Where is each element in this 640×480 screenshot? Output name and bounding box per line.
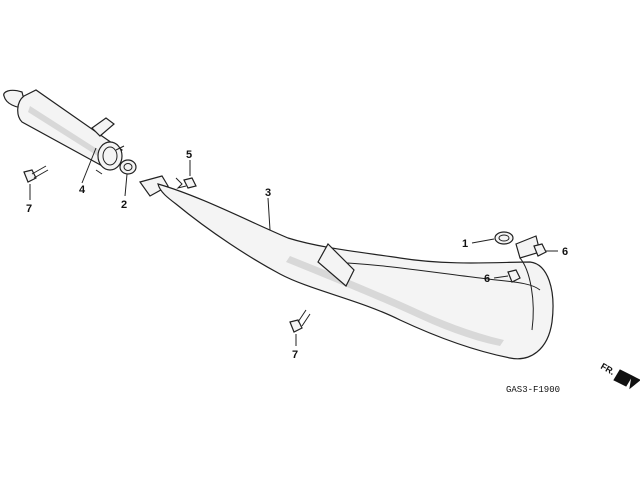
callout-2: 2 (121, 199, 127, 211)
leader-lines (29, 147, 558, 346)
diagram-code: GAS3-F1900 (506, 385, 560, 395)
callout-7-bottom: 7 (292, 349, 298, 361)
callout-4: 4 (79, 184, 86, 196)
bolt-part-7-bottom (289, 309, 311, 333)
callout-1: 1 (462, 238, 468, 250)
bolt-part-7-left (23, 165, 49, 183)
direction-label: FR. (599, 361, 617, 377)
nut-part-6-lower (507, 269, 521, 283)
arrow-right-icon (613, 369, 640, 390)
gasket-part-2 (119, 159, 137, 175)
gasket-part-1 (494, 231, 514, 245)
nut-part-6-upper (533, 243, 547, 257)
callout-7-left: 7 (26, 203, 32, 215)
stud-part-5 (175, 177, 197, 189)
callout-6-lower: 6 (484, 273, 490, 285)
front-direction-indicator: FR. (599, 361, 640, 390)
callout-3: 3 (265, 187, 271, 199)
callout-6-upper: 6 (562, 246, 568, 258)
silencer-part-4 (3, 89, 125, 175)
callout-5: 5 (186, 149, 192, 161)
expansion-chamber-part-3 (139, 175, 554, 360)
